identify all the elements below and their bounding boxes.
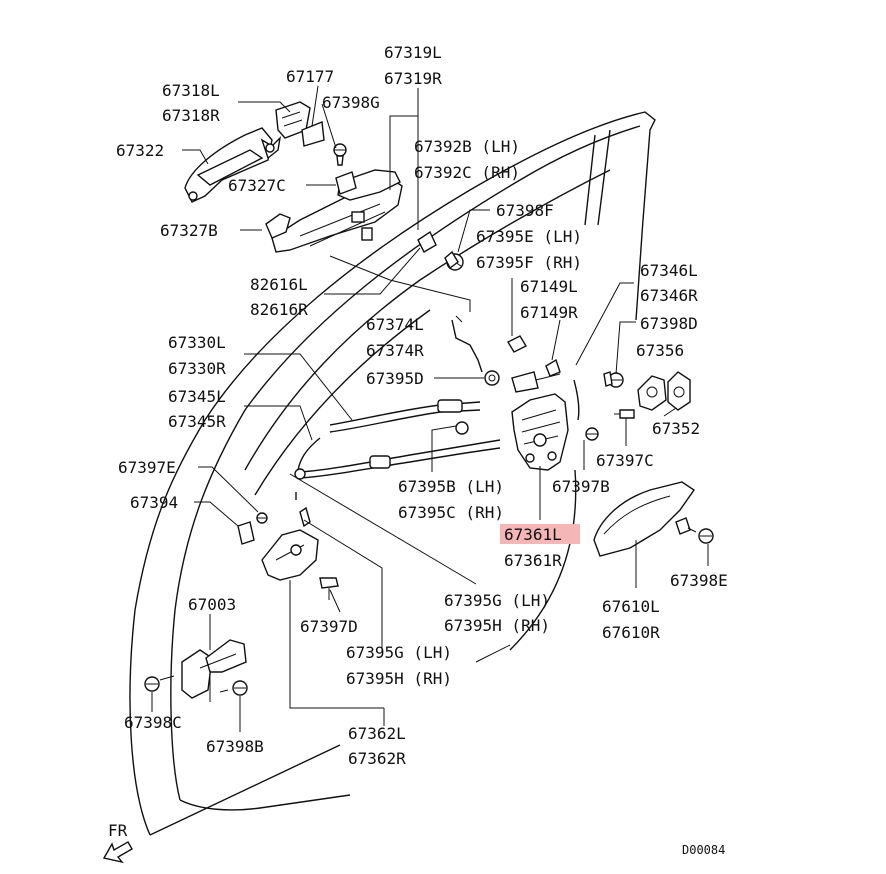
outer-door-handle (184, 127, 282, 203)
label-67398E: 67398E (670, 571, 728, 590)
label-67318R: 67318R (162, 106, 220, 125)
handle-gasket (301, 121, 325, 147)
label-67398C: 67398C (124, 713, 182, 732)
striker-67356 (637, 375, 667, 411)
screw-67398D (603, 371, 624, 388)
label-67330L: 67330L (168, 333, 226, 352)
label-67398G: 67398G (322, 93, 380, 112)
label-67322: 67322 (116, 141, 164, 160)
label-67395H-1: 67395H (RH) (444, 616, 550, 635)
clip-67395D (484, 370, 500, 386)
label-67374R: 67374R (366, 341, 424, 360)
label-67395G-2: 67395G (LH) (346, 643, 452, 662)
label-82616R: 82616R (250, 300, 308, 319)
label-67361L: 67361L (504, 525, 562, 544)
label-67395C: 67395C (RH) (398, 503, 504, 522)
screw-67397D (319, 577, 339, 600)
label-67397B: 67397B (552, 477, 610, 496)
screw-67398F (444, 250, 464, 271)
door-outline (129, 111, 656, 836)
label-67610L: 67610L (602, 597, 660, 616)
handle-pad-67327C (335, 171, 357, 195)
label-67346L: 67346L (640, 261, 698, 280)
cable-67330 (297, 399, 481, 471)
door-lock-latch-67361 (511, 371, 580, 471)
screw-67398G (333, 143, 347, 166)
label-67345L: 67345L (168, 387, 226, 406)
label-67330R: 67330R (168, 359, 226, 378)
label-67394: 67394 (130, 493, 178, 512)
diagram-code: D00084 (682, 843, 725, 857)
screw-67398E (687, 527, 714, 544)
rod-clip-82616 (417, 230, 437, 253)
trim-cover-67610 (593, 481, 695, 557)
label-67356: 67356 (636, 341, 684, 360)
label-67318L: 67318L (162, 81, 220, 100)
label-67395E: 67395E (LH) (476, 227, 582, 246)
cable-67345 (294, 439, 501, 500)
label-67362L: 67362L (348, 724, 406, 743)
label-67392B: 67392B (LH) (414, 137, 520, 156)
label-67395F: 67395F (RH) (476, 253, 582, 272)
label-67319R: 67319R (384, 69, 442, 88)
label-67352: 67352 (652, 419, 700, 438)
clip-67149 (507, 335, 561, 377)
label-67392C: 67392C (RH) (414, 163, 520, 182)
label-67374L: 67374L (366, 315, 424, 334)
front-direction-arrow-icon (102, 841, 133, 864)
label-67395G-1: 67395G (LH) (444, 591, 550, 610)
label-67397E: 67397E (118, 458, 176, 477)
label-82616L: 82616L (250, 275, 308, 294)
bolt-67398B (219, 680, 248, 696)
front-direction-label: FR (108, 821, 128, 840)
label-67345R: 67345R (168, 412, 226, 431)
leader-lines (151, 85, 709, 732)
inner-handle-bezel-67394 (237, 521, 255, 545)
label-67346R: 67346R (640, 286, 698, 305)
highlight-67361L (500, 524, 580, 544)
screw-67397C (614, 409, 635, 419)
label-67395D: 67395D (366, 369, 424, 388)
part-labels: 67319L 67319R 67318L 67318R 67177 67398G… (108, 43, 728, 857)
label-67397C: 67397C (596, 451, 654, 470)
screw-67397B (585, 427, 599, 441)
lock-rod-67374 (451, 315, 483, 373)
screw-67397E (256, 512, 268, 524)
bolt-67398C (144, 675, 175, 692)
label-67610R: 67610R (602, 623, 660, 642)
label-67398F: 67398F (496, 201, 554, 220)
label-67327C: 67327C (228, 176, 286, 195)
label-67398B: 67398B (206, 737, 264, 756)
label-67395H-2: 67395H (RH) (346, 669, 452, 688)
label-67398D: 67398D (640, 314, 698, 333)
label-67362R: 67362R (348, 749, 406, 768)
label-67149L: 67149L (520, 277, 578, 296)
label-67149R: 67149R (520, 303, 578, 322)
label-67177: 67177 (286, 67, 334, 86)
handle-pad-67327B (265, 213, 291, 239)
label-67395B: 67395B (LH) (398, 477, 504, 496)
striker-shim-67352 (667, 371, 691, 411)
label-67361R: 67361R (504, 551, 562, 570)
label-67327B: 67327B (160, 221, 218, 240)
label-67397D: 67397D (300, 617, 358, 636)
label-67003: 67003 (188, 595, 236, 614)
clip-67395B (455, 421, 469, 435)
inner-handle-67362 (261, 506, 319, 581)
label-67319L: 67319L (384, 43, 442, 62)
